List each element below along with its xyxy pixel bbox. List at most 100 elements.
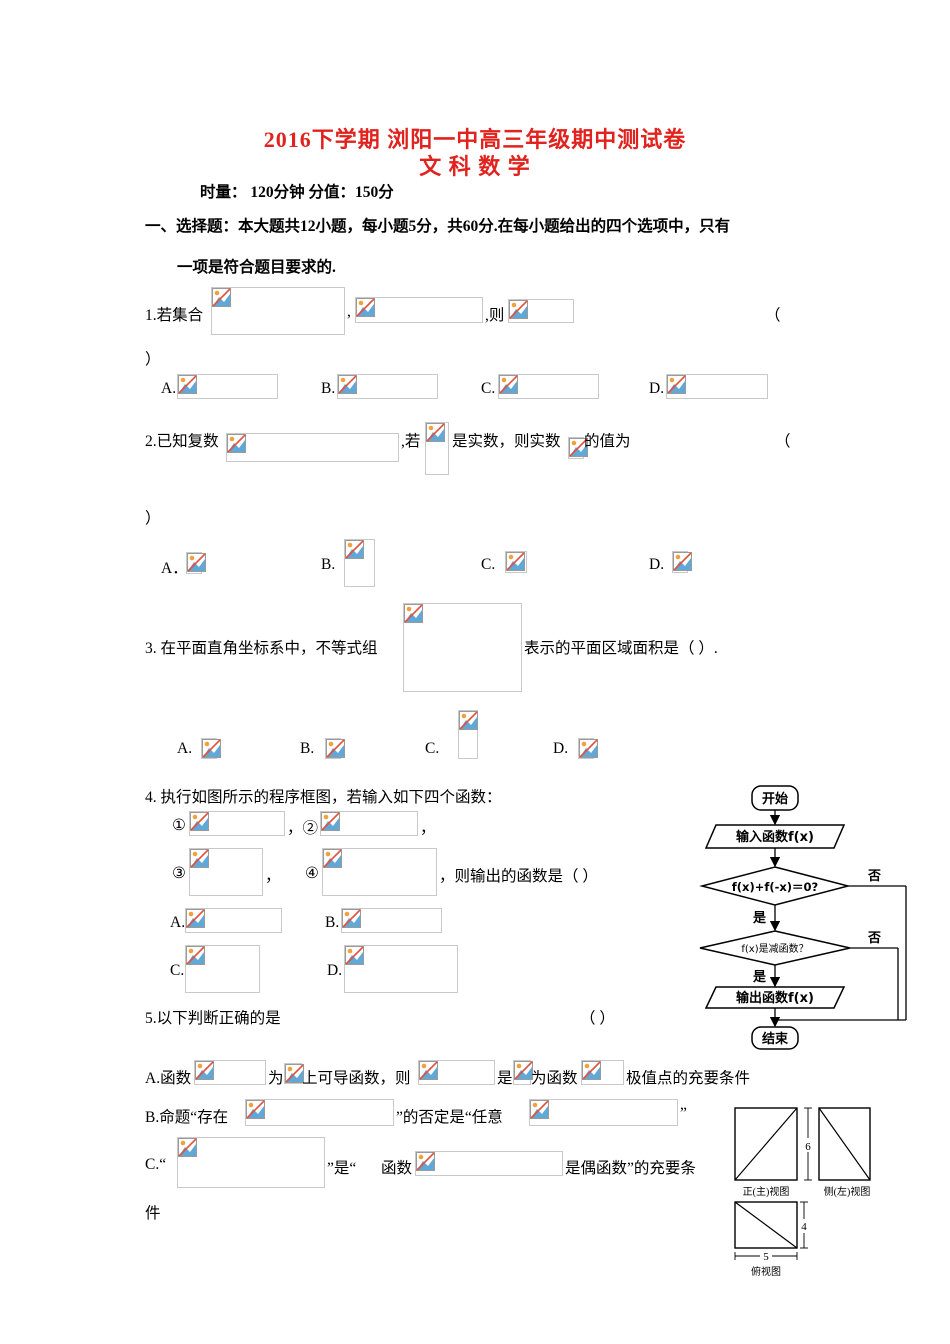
q3-tail: 表示的平面区域面积是（ ）. <box>524 640 718 657</box>
broken-image-icon <box>416 1152 435 1171</box>
q1-comma: , <box>347 303 351 320</box>
broken-image-icon <box>569 438 588 457</box>
flow-end-label: 结束 <box>762 1031 789 1047</box>
formula-image <box>415 1151 563 1176</box>
broken-image-icon <box>323 849 342 868</box>
q1-option-c: C. <box>481 380 496 397</box>
broken-image-icon <box>326 739 345 758</box>
flow-decision-1-label: f(x)+f(-x)＝0? <box>732 880 818 894</box>
section-heading-cont: 一项是符合题目要求的. <box>177 259 336 276</box>
formula-image <box>581 1060 624 1085</box>
broken-image-icon <box>186 946 205 965</box>
program-flowchart: 开始 输入函数f(x) f(x)+f(-x)＝0? 否 是 f(x)是减函数？ … <box>699 785 907 1050</box>
flow-output-label: 输出函数f(x) <box>736 990 814 1006</box>
q5-a-2: 为 <box>268 1070 284 1087</box>
q4-option-d: D. <box>327 962 343 979</box>
broken-image-icon <box>579 739 598 758</box>
broken-image-icon <box>190 849 209 868</box>
q2-option-c: C. <box>481 556 496 573</box>
q1-lead: 1.若集合 <box>145 307 204 324</box>
formula-image <box>186 552 206 574</box>
formula-image <box>355 297 483 323</box>
formula-image <box>226 433 399 462</box>
q4-option-b: B. <box>325 914 340 931</box>
broken-image-icon <box>285 1064 304 1083</box>
q5-a-1: A.函数 <box>145 1070 192 1087</box>
formula-image <box>284 1063 304 1084</box>
q4-marker-4: ④ <box>305 865 319 882</box>
flow-yes-2: 是 <box>752 970 767 985</box>
side-view-label: 侧(左)视图 <box>824 1185 871 1198</box>
broken-image-icon <box>190 812 209 831</box>
q2-lead: 2.已知复数 <box>145 433 219 450</box>
q3-option-a: A. <box>177 740 193 757</box>
q3-option-c: C. <box>425 740 440 757</box>
q5-lead: 5.以下判断正确的是 <box>145 1010 281 1027</box>
broken-image-icon <box>227 434 246 453</box>
formula-image <box>211 287 345 335</box>
broken-image-icon <box>345 946 364 965</box>
broken-image-icon <box>356 298 375 317</box>
formula-image <box>322 848 437 896</box>
formula-image <box>185 908 282 933</box>
top-view-label: 俯视图 <box>751 1265 781 1278</box>
time-info: 时量： 120分钟 分值：150分 <box>200 184 394 201</box>
exam-title: 2016下学期 浏阳一中高三年级期中测试卷 <box>263 127 687 152</box>
q1-option-a: A. <box>161 380 177 397</box>
broken-image-icon <box>459 711 478 730</box>
dim-6: 6 <box>805 1141 811 1153</box>
q5-c-1: C.“ <box>145 1156 167 1173</box>
broken-image-icon <box>419 1061 438 1080</box>
formula-image <box>529 1099 678 1126</box>
formula-image <box>185 945 260 993</box>
q5-c-5: 件 <box>145 1205 161 1222</box>
formula-image <box>505 551 527 573</box>
formula-image <box>672 551 692 573</box>
formula-image <box>189 848 263 896</box>
formula-image <box>177 374 278 399</box>
q5-b-2: ”的否定是“任意 <box>396 1109 503 1126</box>
flow-input-label: 输入函数f(x) <box>736 829 814 845</box>
q5-c-2: ”是“ <box>327 1160 357 1177</box>
broken-image-icon <box>667 375 686 394</box>
formula-image <box>513 1060 533 1085</box>
q1-paren-close: ） <box>145 351 161 368</box>
broken-image-icon <box>321 812 340 831</box>
formula-image <box>245 1099 394 1126</box>
formula-image <box>194 1060 266 1085</box>
formula-image <box>344 945 458 993</box>
flow-no-2: 否 <box>867 931 881 946</box>
q4-marker-1: ① <box>172 817 186 834</box>
q4-marker-3: ③ <box>172 865 186 882</box>
broken-image-icon <box>186 909 205 928</box>
broken-image-icon <box>178 1138 197 1157</box>
dim-5: 5 <box>763 1251 769 1263</box>
flow-input-box <box>704 824 846 849</box>
front-view-label: 正(主)视图 <box>743 1185 790 1198</box>
flow-no-1: 否 <box>867 869 881 884</box>
q4-tail: ，则输出的函数是（ ） <box>439 868 598 885</box>
broken-image-icon <box>246 1100 265 1119</box>
q4-lead: 4. 执行如图所示的程序框图，若输入如下四个函数： <box>145 789 502 806</box>
broken-image-icon <box>212 288 231 307</box>
formula-image <box>666 374 768 399</box>
flow-output-box <box>704 986 846 1009</box>
q4-marker-3-tail: ， <box>265 868 281 885</box>
formula-image <box>458 710 478 759</box>
broken-image-icon <box>506 552 525 571</box>
q2-paren-close: ） <box>145 510 161 527</box>
q5-a-3: 上可导函数，则 <box>302 1070 411 1087</box>
broken-image-icon <box>514 1061 533 1080</box>
formula-image <box>341 908 442 933</box>
dim-4: 4 <box>801 1221 807 1233</box>
exam-subject: 文 科 数 学 <box>419 154 531 179</box>
formula-image <box>344 539 375 587</box>
formula-image <box>325 738 345 759</box>
q2-paren-open: （ <box>775 433 791 450</box>
formula-image <box>568 437 588 459</box>
q1-then: ,则 <box>485 307 505 324</box>
broken-image-icon <box>338 375 357 394</box>
broken-image-icon <box>499 375 518 394</box>
broken-image-icon <box>195 1061 214 1080</box>
formula-image <box>425 422 449 475</box>
